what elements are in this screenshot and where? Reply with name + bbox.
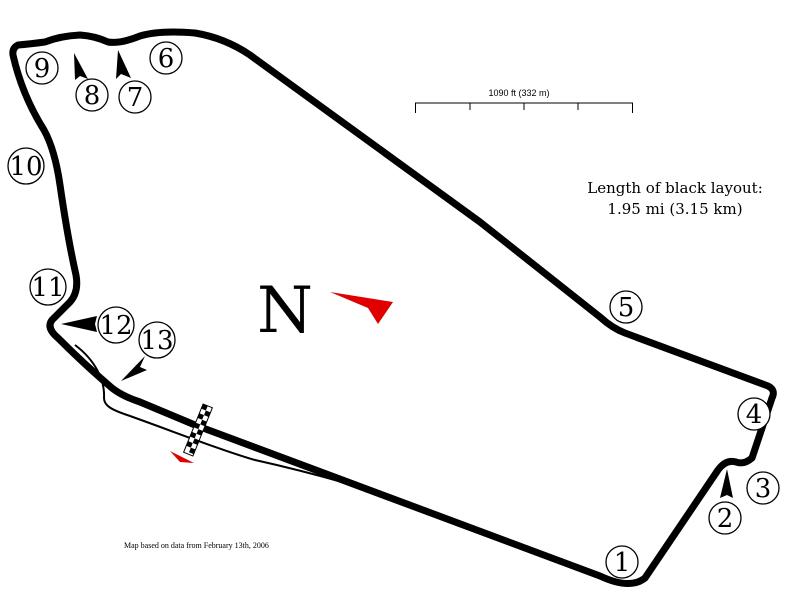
start-finish-flag-icon xyxy=(182,403,214,457)
turn-1-marker: 1 xyxy=(605,545,639,579)
turn-9-label: 9 xyxy=(34,54,51,84)
turn-3-label: 3 xyxy=(755,474,772,504)
layout-length-title: Length of black layout: xyxy=(587,179,763,197)
north-label: N xyxy=(257,274,313,348)
turn-8-marker: 8 xyxy=(75,78,109,112)
scale-bar: 1090 ft (332 m) xyxy=(415,88,633,113)
turn-10-label: 10 xyxy=(9,152,42,182)
turn-8-label: 8 xyxy=(84,81,101,111)
scale-label: 1090 ft (332 m) xyxy=(488,88,549,98)
turn-13-pointer xyxy=(121,356,147,381)
turn-12-label: 12 xyxy=(99,311,132,341)
layout-length-value: 1.95 mi (3.15 km) xyxy=(607,200,742,218)
north-arrow-icon xyxy=(330,292,393,324)
turn-6-label: 6 xyxy=(158,44,175,74)
turn-4-marker: 4 xyxy=(737,397,771,431)
turn-5-label: 5 xyxy=(618,293,635,323)
direction-arrow-icon xyxy=(170,451,194,463)
turn-4-label: 4 xyxy=(746,400,763,430)
turn-7-pointer xyxy=(116,50,131,79)
turn-5-marker: 5 xyxy=(609,290,643,324)
turn-10-marker: 10 xyxy=(7,147,45,185)
turn-3-marker: 3 xyxy=(746,471,780,505)
turn-13-label: 13 xyxy=(140,326,173,356)
turn-11-label: 11 xyxy=(31,273,64,303)
turn-7-marker: 7 xyxy=(118,80,152,114)
turn-2-marker: 2 xyxy=(708,501,742,535)
turn-2-pointer xyxy=(720,469,733,498)
turn-8-pointer xyxy=(74,53,88,80)
turn-12-pointer xyxy=(61,316,97,332)
turn-1-label: 1 xyxy=(614,548,631,578)
turn-9-marker: 9 xyxy=(25,51,59,85)
source-note: Map based on data from February 13th, 20… xyxy=(124,541,269,550)
turn-12-marker: 12 xyxy=(97,306,135,344)
track-outline xyxy=(9,28,777,587)
turn-6-marker: 6 xyxy=(149,41,183,75)
turn-2-label: 2 xyxy=(717,504,734,534)
turn-11-marker: 11 xyxy=(29,268,67,306)
turn-7-label: 7 xyxy=(127,83,144,113)
turn-13-marker: 13 xyxy=(138,321,176,359)
